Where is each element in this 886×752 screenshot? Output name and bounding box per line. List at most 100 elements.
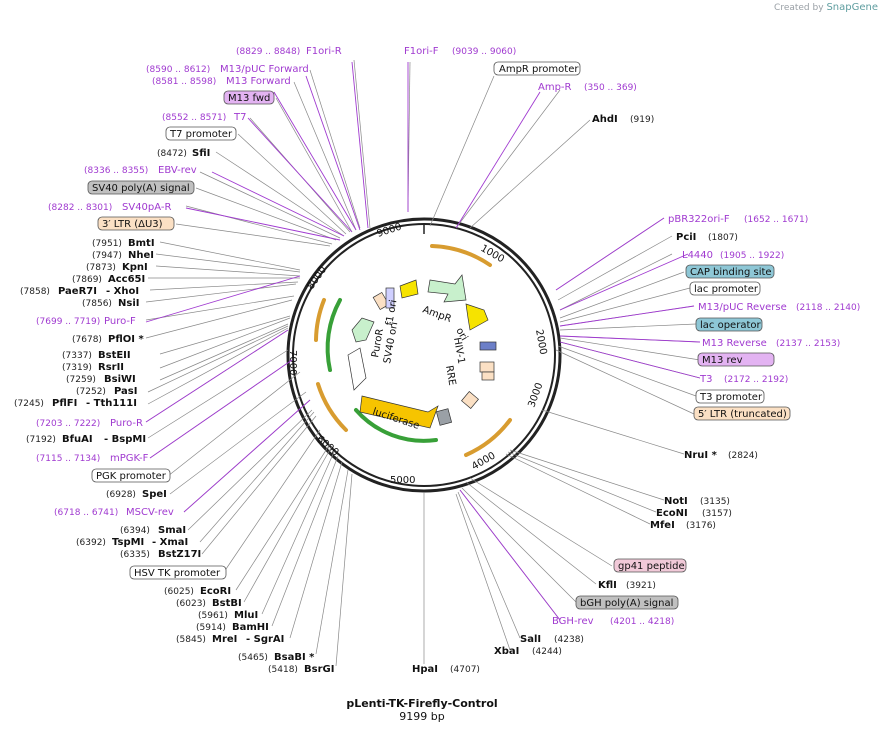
bmti-pos: (7951) [92, 239, 122, 249]
cap-box [685, 264, 775, 279]
bsteii-pos: (7337) [62, 351, 92, 361]
bgh-rev-pos: (4201 .. 4218) [610, 617, 674, 627]
plasmid-size: 9199 bp [399, 710, 444, 723]
ltr3-box [97, 216, 175, 231]
rre-box [479, 361, 495, 373]
bsiwi-name: BsiWI [104, 374, 136, 385]
acc65i-name: Acc65I [108, 274, 145, 285]
f1ori-f-name: F1ori-F [404, 46, 439, 57]
acc65i-pos: (7869) [72, 275, 102, 285]
ltr5-name: 5′ LTR (truncated) [698, 409, 787, 420]
rre-label: RRE [443, 365, 457, 387]
right-labels: pBR322ori-F (1652 .. 1671) PciI (1807) L… [494, 214, 860, 657]
rsrii-pos: (7319) [62, 363, 92, 373]
tspmi-name: TspMI [112, 537, 144, 548]
puro-f-pos: (7699 .. 7719) [36, 317, 100, 327]
m13-fwd-name: M13 fwd [228, 93, 270, 104]
bsrgi-name: BsrGI [304, 664, 334, 675]
pgk-promoter-name: PGK promoter [96, 471, 167, 482]
ecori-name: EcoRI [200, 586, 231, 597]
promoter-box-1 [372, 291, 390, 311]
mfei-name: MfeI [650, 520, 675, 531]
m13-rev-box [697, 352, 775, 367]
lac-operator-name: lac operator [700, 320, 761, 331]
m13-forward-pos: (8581 .. 8598) [152, 77, 216, 87]
bstz17i-name: BstZ17I [158, 549, 201, 560]
bamhi-name: BamHI [232, 622, 269, 633]
m13puc-rev-name: M13/pUC Reverse [698, 302, 787, 313]
mlui-name: MluI [234, 610, 258, 621]
feature-arcs [314, 244, 512, 457]
pbr322ori-f-pos: (1652 .. 1671) [744, 215, 808, 225]
f1ori-f-pos: (9039 .. 9060) [452, 47, 516, 57]
bsabi-pos: (5465) [238, 653, 268, 663]
bstbi-name: BstBI [212, 598, 242, 609]
l4440-pos: (1905 .. 1922) [720, 251, 784, 261]
m13puc-fwd-pos: (8590 .. 8612) [146, 65, 210, 75]
hiv1-label: HIV-1 [451, 337, 466, 365]
sv40-polya-name: SV40 poly(A) signal [92, 183, 190, 194]
kpni-pos: (7873) [86, 263, 116, 273]
lac-promoter-name: lac promoter [694, 284, 759, 295]
paer7i-pos: (7858) [20, 287, 50, 297]
bmti-name: BmtI [128, 238, 155, 249]
nsii-pos: (7856) [82, 299, 112, 309]
amp-r-name: Amp-R [538, 82, 572, 93]
tick-8000: 8000 [305, 265, 329, 292]
bsteii-name: BstEII [98, 350, 131, 361]
xmai-name: - XmaI [152, 537, 188, 548]
mrei-name: MreI [212, 634, 237, 645]
bsiwi-pos: (7259) [66, 375, 96, 385]
bgh-polya-name: bGH poly(A) signal [580, 598, 673, 609]
ltr3-name: 3′ LTR (ΔU3) [102, 219, 163, 230]
mscv-rev-name: MSCV-rev [126, 507, 174, 518]
kfli-name: KflI [598, 580, 617, 591]
tick-9000: 9000 [376, 222, 404, 240]
pflfi-name: PflFI [52, 398, 77, 409]
t7-name: T7 [233, 112, 246, 123]
bfuai-name: BfuAI [62, 434, 93, 445]
sali-pos: (4238) [554, 635, 584, 645]
arc-puro-green [325, 298, 342, 372]
lac-promoter-box [689, 281, 761, 296]
xhoi-name: - XhoI [106, 286, 139, 297]
f1ori-r-name: F1ori-R [306, 46, 342, 57]
snapgene-logo: SnapGene [826, 2, 878, 13]
f1ori-r-pos: (8829 .. 8848) [236, 47, 300, 57]
hsv-tk-name: HSV TK promoter [134, 568, 221, 579]
m13-rev-name: M13 rev [702, 355, 743, 366]
pcii-pos: (1807) [708, 233, 738, 243]
sv40ori-label: SV40 ori [382, 321, 400, 364]
m13-fwd-box [223, 90, 275, 105]
bgh-rev-name: BGH-rev [552, 616, 594, 627]
pbr322ori-f-name: pBR322ori-F [668, 214, 730, 225]
pflfi-pos: (7245) [14, 399, 44, 409]
sv40pa-r-name: SV40pA-R [122, 202, 171, 213]
sfii-pos: (8472) [157, 149, 187, 159]
tick-2000: 2000 [533, 329, 548, 356]
luciferase-arrow [359, 395, 439, 429]
arc-ltr-orange [314, 298, 326, 342]
arc-ori-orange [464, 418, 512, 457]
grey-box [435, 408, 453, 426]
rsrii-name: RsrII [98, 362, 124, 373]
t3-pos: (2172 .. 2192) [724, 375, 788, 385]
smai-pos: (6394) [120, 526, 150, 536]
m13puc-fwd-name: M13/pUC Forward [220, 64, 309, 75]
pgk-promoter-box [91, 468, 171, 483]
mfei-pos: (3176) [686, 521, 716, 531]
nhei-name: NheI [128, 250, 154, 261]
arc-amp-orange [430, 244, 492, 267]
spei-pos: (6928) [106, 490, 136, 500]
multi-box [385, 287, 395, 309]
noti-name: NotI [664, 496, 688, 507]
mlui-pos: (5961) [198, 611, 228, 621]
left-labels: (8590 .. 8612) M13/pUC Forward (8581 .. … [14, 64, 480, 675]
hpai-name: HpaI [412, 664, 438, 675]
bfuai-pos: (7192) [26, 435, 56, 445]
t3-promoter-box [695, 389, 765, 404]
backbone-outer [286, 217, 562, 493]
arc-left-orange [316, 382, 348, 432]
bspmi-name: - BspMI [104, 434, 146, 445]
ltr5-box [693, 406, 791, 421]
